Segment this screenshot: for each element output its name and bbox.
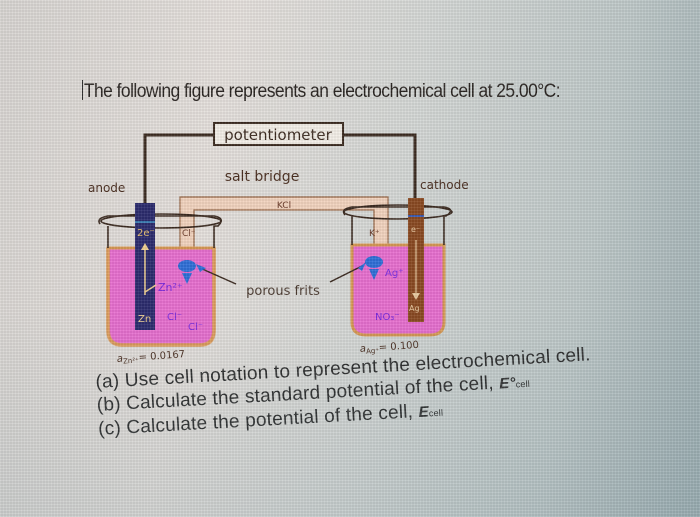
silver-activity-label: aAg⁺= 0.100	[359, 340, 419, 356]
porous-frit-left	[178, 260, 196, 272]
cathode-label: cathode	[420, 178, 469, 192]
question-heading: The following figure represents an elect…	[82, 80, 561, 103]
question-b-prefix: (b)	[96, 393, 122, 416]
chloride-ion-label-2: Cl⁻	[188, 322, 203, 333]
external-circuit-wire	[143, 133, 417, 215]
potentiometer-label: potentiometer	[224, 126, 332, 144]
salt-bridge-label: salt bridge	[225, 169, 300, 185]
porous-frit-right	[365, 256, 383, 268]
porous-frits-callout: porous frits	[196, 262, 366, 299]
chloride-ion-label-1: Cl⁻	[167, 312, 182, 323]
zinc-activity-label: aZn²⁺= 0.0167	[116, 349, 185, 366]
heading-text: The following figure represents an elect…	[83, 81, 561, 102]
electrons-label-left: 2e⁻	[137, 228, 155, 239]
anode-label: anode	[88, 181, 125, 195]
electrons-label-right: e⁻	[411, 225, 420, 234]
nitrate-ion-label: NO₃⁻	[375, 312, 400, 323]
text-cursor	[82, 80, 83, 100]
porous-frits-label: porous frits	[246, 284, 320, 299]
zinc-electrode-label: Zn	[138, 314, 151, 325]
bridge-potassium-label: K⁺	[369, 229, 380, 239]
salt-bridge-kcl-label: KCl	[277, 201, 291, 211]
silver-ion-label: Ag⁺	[385, 268, 403, 279]
bridge-chloride-label: Cl⁻	[182, 229, 196, 239]
cell-potential-subscript: cell	[428, 407, 444, 419]
standard-cell-potential-subscript: cell	[515, 378, 531, 390]
question-a-prefix: (a)	[95, 370, 120, 393]
silver-electrode-label: Ag	[409, 304, 420, 313]
right-beaker-silver-half-cell: e⁻ Ag Ag⁺ NO₃⁻ K⁺ aAg⁺= 0.100	[342, 198, 453, 356]
left-beaker-zinc-half-cell: 2e⁻ Zn Zn²⁺ Cl⁻ Cl⁻ Cl⁻ aZn²⁺= 0.0167	[98, 203, 222, 366]
standard-cell-potential-symbol: E°	[498, 374, 517, 393]
potentiometer: potentiometer	[213, 122, 344, 146]
zinc-ion-label: Zn²⁺	[158, 281, 183, 294]
cell-potential-symbol: E	[418, 403, 430, 421]
question-c-prefix: (c)	[97, 417, 122, 440]
